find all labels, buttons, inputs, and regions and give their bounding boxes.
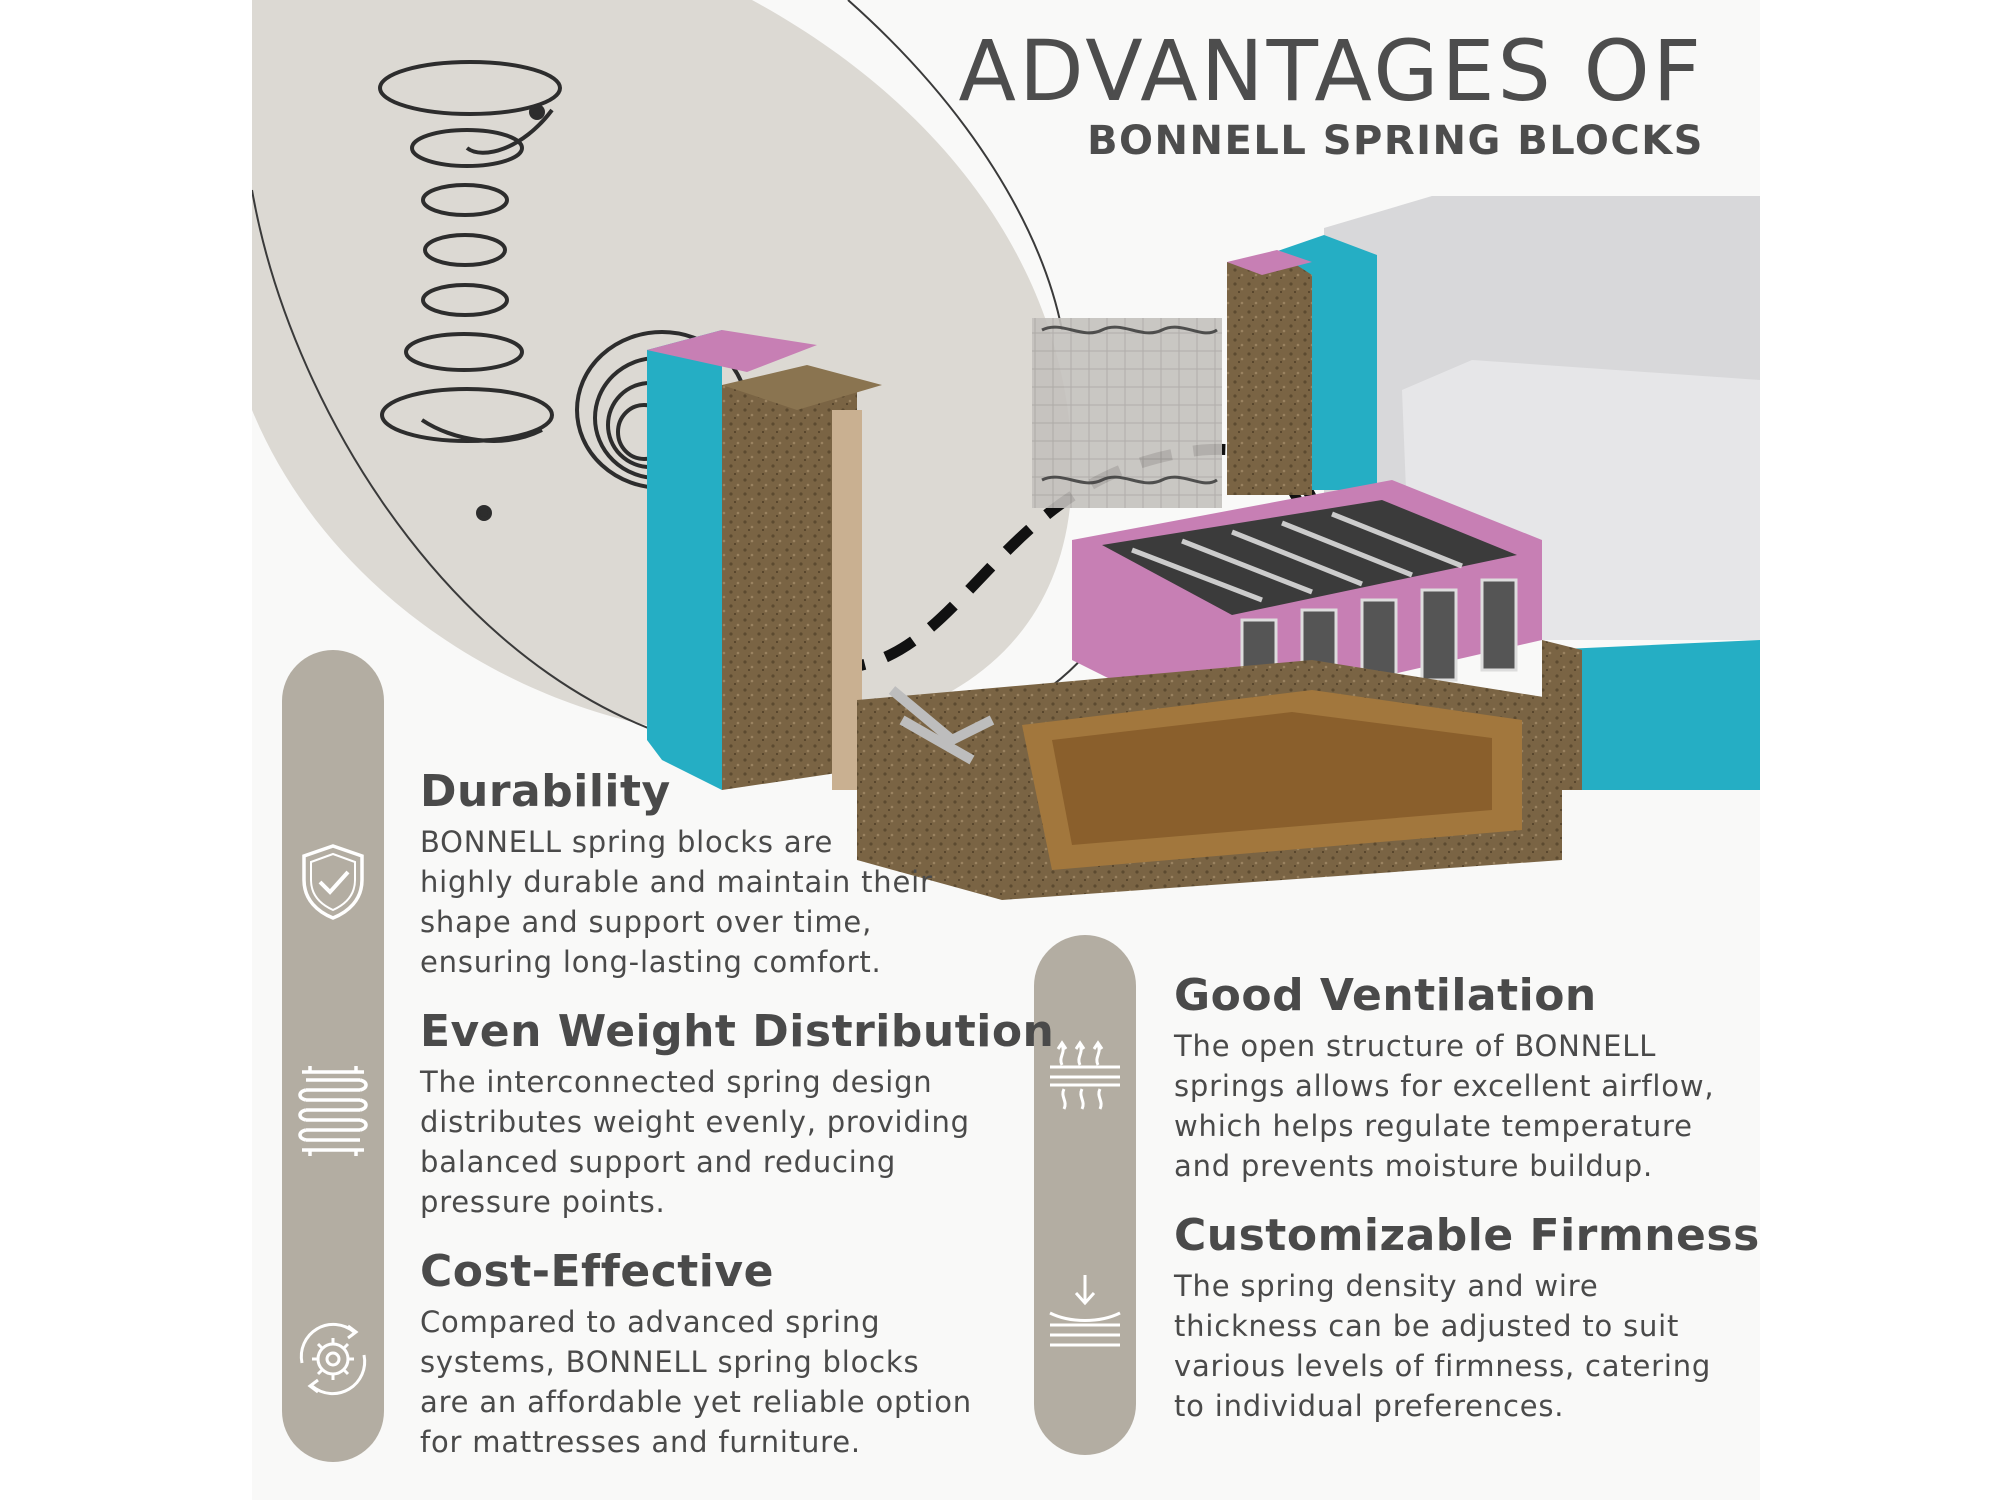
feature-body: The spring density and wire thickness ca… — [1174, 1269, 1712, 1423]
feature-good-ventilation: Good Ventilation The open structure of B… — [1174, 970, 1714, 1186]
bonnell-coil-spring — [378, 60, 562, 521]
shield-check-icon — [302, 844, 364, 920]
feature-title: Good Ventilation — [1174, 970, 1597, 1021]
feature-even-weight-distribution: Even Weight Distribution The interconnec… — [420, 1006, 1054, 1222]
page-title: ADVANTAGES OF — [958, 22, 1704, 120]
right-icon-column — [1034, 935, 1136, 1455]
feature-title: Even Weight Distribution — [420, 1006, 1055, 1057]
feature-body: The interconnected spring design distrib… — [420, 1065, 970, 1219]
feature-body: The open structure of BONNELL springs al… — [1174, 1029, 1715, 1183]
lift-hinge — [888, 686, 995, 765]
feature-customizable-firmness: Customizable Firmness The spring density… — [1174, 1210, 1760, 1426]
feature-cost-effective: Cost-Effective Compared to advanced spri… — [420, 1246, 972, 1462]
feature-title: Cost-Effective — [420, 1246, 774, 1297]
sofa-cutaway-illustration — [252, 0, 1760, 900]
feature-body: BONNELL spring blocks are highly durable… — [420, 825, 933, 979]
left-icon-column — [282, 650, 384, 1462]
feature-body: Compared to advanced spring systems, BON… — [420, 1305, 972, 1459]
infographic: ADVANTAGES OF BONNELL SPRING BLOCKS — [252, 0, 1760, 1500]
feature-title: Customizable Firmness — [1174, 1210, 1760, 1261]
feature-title: Durability — [420, 766, 671, 817]
coil-spring-icon — [298, 1066, 368, 1156]
airflow-icon — [1050, 1040, 1120, 1110]
page-subtitle: BONNELL SPRING BLOCKS — [1087, 118, 1704, 164]
gear-cycle-icon — [299, 1322, 367, 1396]
feature-durability: Durability BONNELL spring blocks are hig… — [420, 766, 933, 982]
pressure-layers-icon — [1049, 1275, 1121, 1347]
